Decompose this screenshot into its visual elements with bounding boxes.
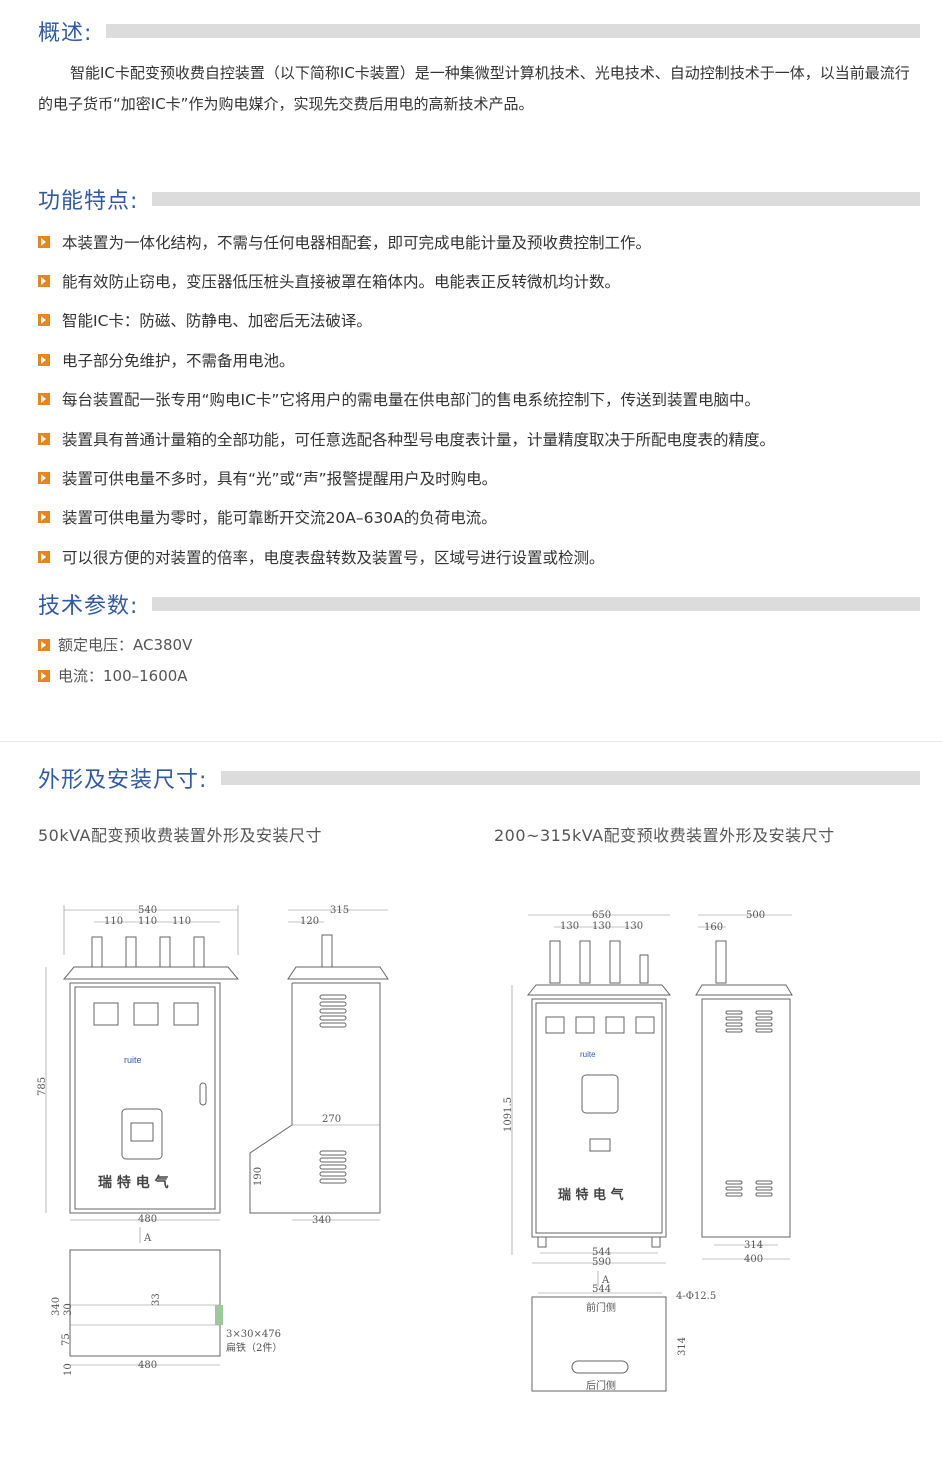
features-title: 功能特点: [38, 189, 139, 214]
bullet-arrow-icon [38, 393, 50, 406]
dim-p314: 314 [677, 1337, 688, 1356]
overview-header: 概述: [38, 15, 920, 47]
list-item: 装置可供电量为零时，能可靠断开交流20A–630A的负荷电流。 [38, 498, 918, 537]
dim-1091: 1091.5 [503, 1097, 514, 1132]
list-item: 装置具有普通计量箱的全部功能，可任意选配各种型号电度表计量，计量精度取决于所配电… [38, 419, 918, 458]
front-door-label: 前门侧 [586, 1301, 616, 1314]
brand-logo: ruite [580, 1050, 596, 1059]
dim-120: 120 [300, 916, 319, 927]
hole-spec: 4-Φ12.5 [676, 1291, 716, 1302]
features-header: 功能特点: [38, 183, 920, 215]
vent-group [319, 994, 347, 1184]
bullet-arrow-icon [38, 275, 50, 288]
dim-p10: 10 [63, 1363, 74, 1376]
tech-title: 技术参数: [38, 594, 139, 619]
list-item: 能有效防止窃电，变压器低压桩头直接被罩在箱体内。电能表正反转微机均计数。 [38, 261, 918, 300]
left-caption: 50kVA配变预收费装置外形及安装尺寸 [38, 826, 322, 845]
dim-785: 785 [37, 1077, 48, 1096]
list-item: 本装置为一体化结构，不需与任何电器相配套，即可完成电能计量及预收费控制工作。 [38, 222, 918, 261]
dim-270: 270 [322, 1114, 341, 1125]
dim-540: 540 [138, 905, 157, 916]
list-item: 智能IC卡：防磁、防静电、加密后无法破译。 [38, 301, 918, 340]
dim-p480: 480 [138, 1360, 157, 1371]
brand-logo: ruite [124, 1055, 142, 1065]
dim-p75: 75 [61, 1333, 72, 1346]
dim-480: 480 [138, 1214, 157, 1225]
dim-190: 190 [253, 1167, 264, 1186]
vent-group [725, 1010, 773, 1197]
tech-list: 额定电压：AC380V 电流：100–1600A [38, 629, 438, 691]
right-dimension-drawing: 650 130 130 130 ruite 瑞 特 电 气 1091.5 544… [503, 910, 793, 1392]
dim-315: 315 [330, 905, 349, 916]
list-item: 电子部分免维护，不需备用电池。 [38, 340, 918, 379]
dim-p30: 30 [63, 1303, 74, 1316]
tech-header: 技术参数: [38, 588, 920, 620]
dim-544: 544 [592, 1247, 611, 1258]
dim-130-c: 130 [624, 921, 643, 932]
bullet-arrow-icon [38, 669, 50, 682]
dim-650: 650 [592, 910, 611, 921]
bullet-arrow-icon [38, 638, 50, 651]
flat-iron-note: 扁铁（2件） [226, 1341, 282, 1354]
dimensions-title: 外形及安装尺寸: [38, 768, 208, 793]
dim-130-a: 130 [560, 921, 579, 932]
dim-110-c: 110 [172, 916, 191, 927]
brand-name: 瑞 特 电 气 [98, 1174, 169, 1191]
bullet-arrow-icon [38, 550, 50, 563]
rear-door-label: 后门侧 [586, 1379, 616, 1392]
arrow-a-label: A [143, 1233, 152, 1244]
bullet-arrow-icon [38, 511, 50, 524]
brand-name: 瑞 特 电 气 [558, 1187, 624, 1203]
divider [0, 741, 942, 742]
arrow-a-label: A [601, 1275, 610, 1286]
list-item: 电流：100–1600A [38, 660, 438, 691]
dim-p33: 33 [151, 1293, 162, 1306]
right-caption: 200~315kVA配变预收费装置外形及安装尺寸 [494, 826, 835, 845]
overview-title: 概述: [38, 21, 93, 46]
dim-110-b: 110 [138, 916, 157, 927]
dim-110-a: 110 [104, 916, 123, 927]
list-item: 可以很方便的对装置的倍率，电度表盘转数及装置号，区域号进行设置或检测。 [38, 537, 918, 576]
insulator-group [91, 936, 205, 968]
bullet-arrow-icon [38, 353, 50, 366]
left-dimension-drawing: 540 110 110 110 ruite 瑞 特 电 气 785 480 A … [37, 905, 389, 1376]
dim-400: 400 [744, 1254, 763, 1265]
dimensions-header: 外形及安装尺寸: [38, 762, 920, 794]
dim-130-b: 130 [592, 921, 611, 932]
section-bar [221, 771, 920, 785]
dim-314: 314 [744, 1240, 763, 1251]
dim-p544: 544 [592, 1284, 611, 1295]
dim-340: 340 [312, 1215, 331, 1226]
bullet-arrow-icon [38, 235, 50, 248]
bullet-arrow-icon [38, 314, 50, 327]
flat-iron-spec: 3×30×476 [226, 1329, 281, 1340]
list-item: 额定电压：AC380V [38, 629, 438, 660]
section-bar [152, 597, 920, 611]
bullet-arrow-icon [38, 432, 50, 445]
overview-text: 智能IC卡配变预收费自控装置（以下简称IC卡装置）是一种集微型计算机技术、光电技… [38, 64, 910, 113]
list-item: 每台装置配一张专用“购电IC卡”它将用户的需电量在供电部门的售电系统控制下，传送… [38, 380, 918, 419]
dim-p340: 340 [51, 1297, 62, 1316]
list-item: 装置可供电量不多时，具有“光”或“声”报警提醒用户及时购电。 [38, 458, 918, 497]
features-list: 本装置为一体化结构，不需与任何电器相配套，即可完成电能计量及预收费控制工作。 能… [38, 222, 918, 577]
section-bar [106, 24, 920, 38]
dim-590: 590 [592, 1257, 611, 1268]
insulator-group [549, 940, 649, 984]
bullet-arrow-icon [38, 472, 50, 485]
dim-500: 500 [746, 910, 765, 921]
section-bar [152, 192, 920, 206]
dim-160: 160 [704, 922, 723, 933]
